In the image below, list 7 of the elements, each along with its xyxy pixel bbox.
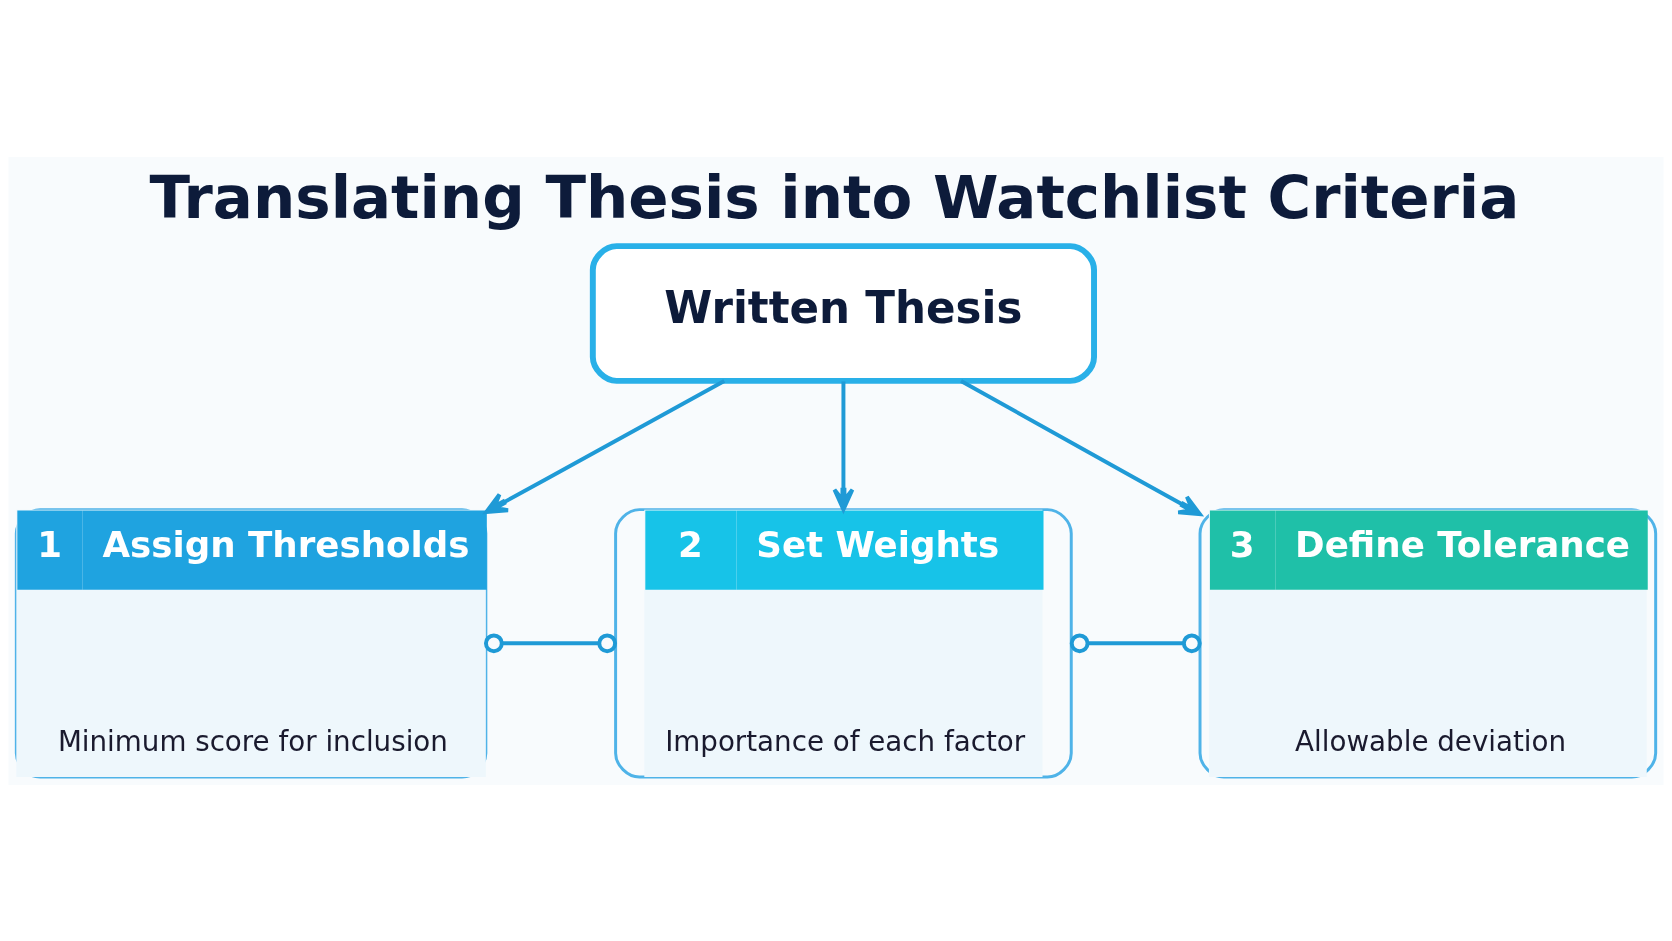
- connector: [1069, 632, 1202, 653]
- arrow: [832, 380, 855, 511]
- diagram-title: Translating Thesis into Watchlist Criteria: [149, 162, 1520, 232]
- connector: [483, 632, 618, 653]
- arrow: [484, 378, 726, 514]
- arrow: [960, 378, 1202, 516]
- node-box: Written Thesis: [589, 242, 1097, 384]
